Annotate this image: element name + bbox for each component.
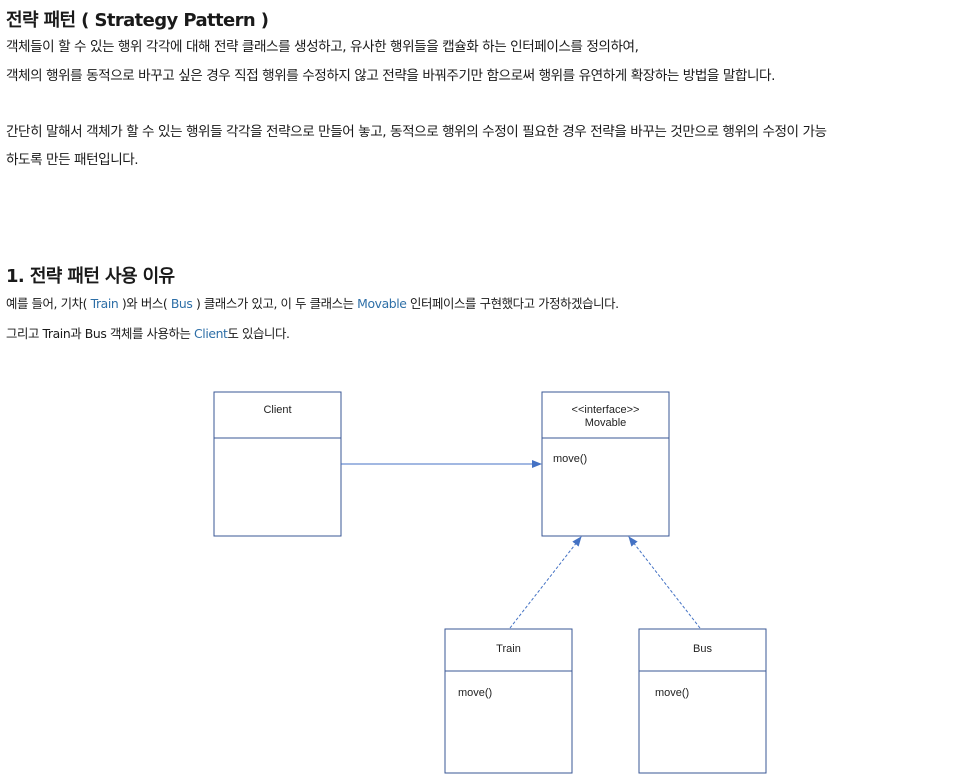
intro-line-1: 객체들이 할 수 있는 행위 각각에 대해 전략 클래스를 생성하고, 유사한 … xyxy=(6,39,639,55)
train-term: Train xyxy=(90,296,119,311)
summary-line-2: 하도록 만든 패턴입니다. xyxy=(6,152,139,168)
intro-line-2: 객체의 행위를 동적으로 바꾸고 싶은 경우 직접 행위를 수정하지 않고 전략… xyxy=(6,68,775,84)
train-method: move() xyxy=(458,687,492,699)
bus-class-name: Bus xyxy=(693,643,712,655)
movable-class-name: Movable xyxy=(585,417,627,429)
bus-class-box: Bus move() xyxy=(638,628,767,774)
client-class-box: Client xyxy=(213,391,342,537)
client-term: Client xyxy=(194,326,228,341)
movable-method: move() xyxy=(553,453,587,465)
train-class-box: Train move() xyxy=(444,628,573,774)
movable-interface-box: <<interface>> Movable move() xyxy=(541,391,670,537)
interface-stereotype: <<interface>> xyxy=(572,404,640,416)
bus-implements-arrow xyxy=(628,536,701,629)
bus-method: move() xyxy=(655,687,689,699)
example-line-1: 예를 들어, 기차( Train )와 버스( Bus ) 클래스가 있고, 이… xyxy=(6,296,619,311)
movable-term: Movable xyxy=(357,296,407,311)
client-class-name: Client xyxy=(263,404,291,416)
page-title: 전략 패턴 ( Strategy Pattern ) xyxy=(6,10,269,31)
summary-line-1: 간단히 말해서 객체가 할 수 있는 행위들 각각을 전략으로 만들어 놓고, … xyxy=(6,124,827,140)
bus-term: Bus xyxy=(170,296,193,311)
train-implements-arrow xyxy=(509,536,582,629)
section-heading: 1. 전략 패턴 사용 이유 xyxy=(6,266,175,287)
example-line-2: 그리고 Train과 Bus 객체를 사용하는 Client도 있습니다. xyxy=(6,326,290,341)
train-class-name: Train xyxy=(496,643,521,655)
